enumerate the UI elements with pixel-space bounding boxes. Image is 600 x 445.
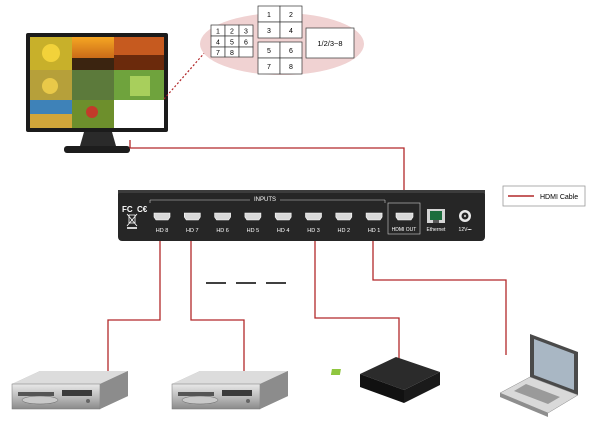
hdmi-input-port: HD 1	[365, 212, 383, 234]
hdmi-port-connector	[335, 212, 353, 221]
left-cell-3: 3	[244, 29, 248, 36]
left-layout-grid	[210, 24, 254, 58]
hdmi-port-label: HD 7	[186, 228, 199, 234]
cable-monitor-output	[129, 140, 405, 210]
hdmi-input-ports: HD 8 HD 7 HD 6 HD 5 HD 4 HD 3 HD 2 HD 1	[153, 212, 383, 234]
hdmi-port-connector	[214, 212, 231, 221]
hdmi-input-port: HD 2	[335, 212, 353, 234]
hdmi-input-port: HD 7	[184, 212, 201, 234]
monitor-screen	[30, 37, 164, 128]
inputs-title: INPUTS	[254, 197, 276, 203]
media-player-box	[330, 357, 440, 403]
left-cell-4: 4	[216, 40, 220, 47]
left-cell-2: 2	[230, 29, 234, 36]
legend-box	[502, 185, 586, 207]
right-cell-4: 4	[289, 28, 293, 35]
left-cell-1: 1	[216, 29, 220, 36]
hdmi-port-label: HD 6	[216, 228, 229, 234]
hdmi-port-label: HD 4	[277, 228, 290, 234]
hdmi-port-label: HD 1	[368, 228, 381, 234]
left-cell-5: 5	[230, 40, 234, 47]
monitor-neck	[80, 132, 116, 146]
right-cell-6: 6	[289, 48, 293, 55]
cable-hd8	[107, 228, 161, 375]
hdmi-input-port: HD 6	[214, 212, 231, 234]
cable-hd3	[314, 228, 400, 360]
mode-label: 1/2/3~8	[317, 39, 342, 48]
hdmi-port-connector	[305, 212, 322, 221]
left-cell-8: 8	[230, 50, 234, 57]
right-cell-8: 8	[289, 64, 293, 71]
hdmi-port-label: HD 8	[156, 228, 169, 234]
legend: HDMI Cable	[502, 185, 586, 207]
power-jack	[459, 210, 471, 222]
hdmi-port-label: HD 5	[247, 228, 260, 234]
hdmi-port-connector	[244, 212, 262, 221]
ethernet-label: Ethernet	[427, 227, 447, 233]
ce-mark: C€	[137, 205, 148, 214]
mode-box	[305, 27, 355, 59]
right-grid-labels: 1 2 3 4 5 6 7 8	[267, 12, 293, 71]
right-layout-grid	[257, 5, 303, 75]
right-cell-7: 7	[267, 64, 271, 71]
hdmi-out-frame	[387, 202, 421, 235]
layout-bubble: 1 2 3 4 5 6 7 8 1 2 3 4 5 6 7 8 1/2/3~8	[200, 5, 364, 75]
hdmi-input-port: HD 8	[153, 212, 171, 234]
legend-label: HDMI Cable	[540, 194, 578, 201]
laptop	[499, 334, 579, 417]
hdmi-port-connector	[153, 212, 171, 221]
monitor	[26, 33, 168, 153]
hdmi-port-connector	[365, 212, 383, 221]
left-cell-6: 6	[244, 40, 248, 47]
hdmi-input-port: HD 3	[305, 212, 322, 234]
right-cell-1: 1	[267, 12, 271, 19]
cable-hd7	[190, 228, 245, 375]
weee-bin-icon	[126, 213, 138, 229]
hdmi-port-label: HD 2	[338, 228, 351, 234]
hdmi-cables	[107, 140, 507, 375]
hdmi-port-connector	[274, 212, 292, 221]
zoom-connector	[163, 41, 215, 100]
left-grid-labels: 1 2 3 4 5 6 7 8	[216, 29, 248, 58]
hdmi-input-port: HD 5	[244, 212, 262, 234]
right-cell-5: 5	[267, 48, 271, 55]
power-label: 12V⎓	[459, 227, 472, 233]
monitor-stand	[64, 146, 130, 153]
inputs-bracket	[149, 199, 386, 203]
dvd-player-1	[11, 371, 128, 410]
hdmi-port-label: HD 3	[307, 228, 320, 234]
right-cell-2: 2	[289, 12, 293, 19]
cable-hd1	[372, 228, 507, 355]
hdmi-port-connector	[184, 212, 201, 221]
hdmi-out-port	[395, 212, 414, 221]
media-player-logo	[330, 369, 341, 375]
right-cell-3: 3	[267, 28, 271, 35]
hdmi-out-label: HDMI OUT	[392, 227, 417, 233]
left-cell-7: 7	[216, 50, 220, 57]
fcc-mark: FC	[122, 205, 133, 214]
hdmi-input-port: HD 4	[274, 212, 292, 234]
ethernet-port	[427, 209, 445, 223]
dvd-player-2	[171, 371, 288, 410]
